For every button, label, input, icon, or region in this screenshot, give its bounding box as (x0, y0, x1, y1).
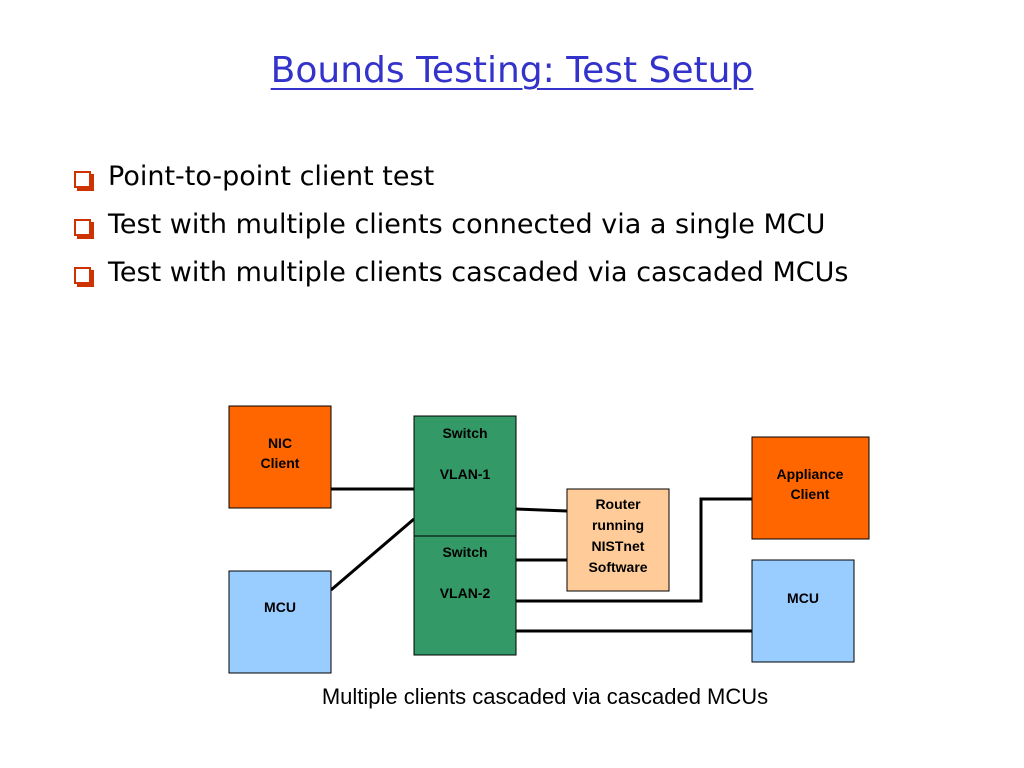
router-node: Router running NISTnet Software (566, 488, 670, 592)
line-vlan2-to-appliance (516, 497, 752, 603)
bullet-list: Point-to-point client test Test with mul… (72, 158, 952, 302)
mcu-right-node: MCU (751, 559, 855, 663)
nic-client-line2: Client (261, 455, 300, 471)
connection-lines (330, 487, 752, 633)
mcu-right-label: MCU (787, 590, 819, 606)
bullet-text: Point-to-point client test (108, 161, 435, 192)
bullet-item: Point-to-point client test (72, 158, 952, 196)
checkbox-bullet-icon (74, 267, 91, 284)
bullet-text: Test with multiple clients cascaded via … (108, 257, 849, 288)
nic-client-line1: NIC (268, 435, 292, 451)
bullet-text: Test with multiple clients connected via… (108, 209, 826, 240)
diagram-caption: Multiple clients cascaded via cascaded M… (321, 684, 769, 709)
nic-client-node: NIC Client (228, 405, 332, 509)
bullet-item: Test with multiple clients cascaded via … (72, 254, 952, 292)
line-mcu-to-vlan1 (330, 517, 415, 592)
router-line3: NISTnet (592, 538, 645, 554)
switch-vlan2-node: Switch VLAN-2 (413, 535, 517, 656)
bullet-item: Test with multiple clients connected via… (72, 206, 952, 244)
appliance-client-node: Appliance Client (751, 436, 870, 540)
mcu-left-node: MCU (228, 570, 332, 674)
switch-vlan2-line2: VLAN-2 (440, 585, 491, 601)
slide-title: Bounds Testing: Test Setup (270, 50, 754, 91)
router-line4: Software (588, 559, 647, 575)
router-line2: running (592, 517, 644, 533)
mcu-left-label: MCU (264, 599, 296, 615)
line-vlan1-to-router (515, 507, 568, 513)
checkbox-bullet-icon (74, 171, 91, 188)
switch-vlan2-line1: Switch (442, 544, 487, 560)
switch-vlan1-line2: VLAN-1 (440, 466, 491, 482)
switch-vlan1-line1: Switch (442, 425, 487, 441)
appliance-client-line1: Appliance (777, 466, 844, 482)
appliance-client-line2: Client (791, 486, 830, 502)
checkbox-bullet-icon (74, 219, 91, 236)
switch-vlan1-node: Switch VLAN-1 (413, 415, 517, 537)
router-line1: Router (595, 496, 641, 512)
